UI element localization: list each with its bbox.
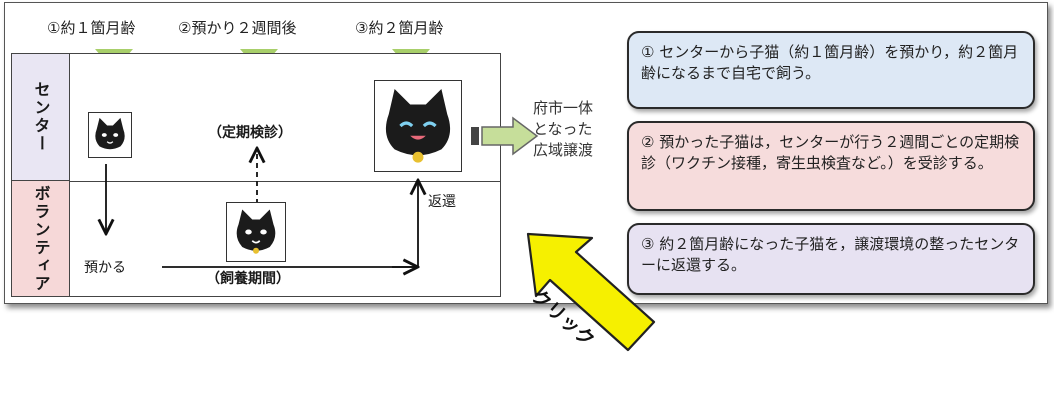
wide-area-line-3: 広域譲渡 (533, 141, 594, 159)
milestone-3-label: ③約２箇月齢 (355, 19, 444, 37)
kitten-foster-image (226, 202, 286, 262)
milestone-1-label: ①約１箇月齢 (47, 19, 136, 37)
return-label: 返還 (428, 194, 456, 210)
step-1-card: ① センターから子猫（約１箇月齢）を預かり，約２箇月齢になるまで自宅で飼う。 (627, 31, 1035, 109)
cat-face-icon (236, 209, 276, 254)
kitten-2month-image (374, 80, 462, 172)
step-2-text: ② 預かった子猫は，センターが行う２週間ごとの定期検診（ワクチン接種，寄生虫検査… (641, 133, 1020, 172)
azukaru-label: 預かる (84, 260, 126, 276)
checkup-label: （定期検診） (208, 125, 292, 141)
cat-face-icon (95, 117, 125, 150)
step-3-card: ③ 約２箇月齢になった子猫を，譲渡環境の整ったセンターに返還する。 (627, 223, 1035, 295)
volunteer-lane-header: ボランティア (12, 181, 70, 296)
center-lane-header: センター (12, 54, 70, 181)
flow-arrows (12, 54, 500, 296)
period-label: （飼養期間） (206, 271, 290, 287)
center-lane-label: センター (31, 81, 51, 153)
cat-face-icon (385, 88, 451, 163)
wide-area-line-1: 府市一体 (533, 99, 594, 117)
wide-area-line-2: となった (533, 120, 593, 138)
step-1-text: ① センターから子猫（約１箇月齢）を預かり，約２箇月齢になるまで自宅で飼う。 (641, 43, 1019, 82)
click-arrow-shape[interactable] (506, 226, 676, 366)
step-2-card: ② 預かった子猫は，センターが行う２週間ごとの定期検診（ワクチン接種，寄生虫検査… (627, 121, 1035, 211)
swimlane-diagram: センター ボランティア (11, 53, 501, 297)
wide-area-adoption-text: 府市一体 となった 広域譲渡 (533, 98, 613, 161)
kitten-1month-image (88, 112, 132, 158)
lane-divider (70, 181, 500, 182)
volunteer-lane-label: ボランティア (31, 184, 51, 293)
outcome-arrow (471, 116, 539, 156)
step-3-text: ③ 約２箇月齢になった子猫を，譲渡環境の整ったセンターに返還する。 (641, 235, 1020, 274)
return-flow-arrow (162, 182, 418, 268)
diagram-frame: ①約１箇月齢 ②預かり２週間後 ③約２箇月齢 センター ボランティア (4, 2, 1048, 304)
click-arrow[interactable]: クリック (506, 226, 676, 366)
milestone-2-label: ②預かり２週間後 (178, 19, 297, 37)
